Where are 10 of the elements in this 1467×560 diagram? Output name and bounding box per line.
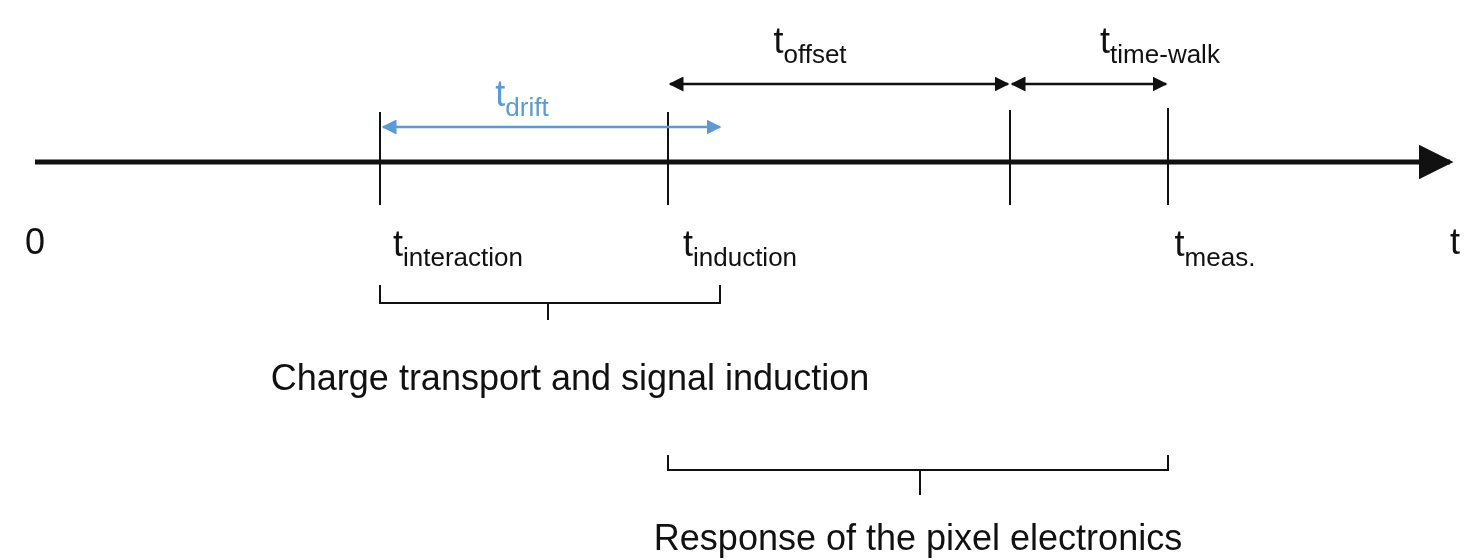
axis-label: t (1450, 224, 1460, 260)
time-label: t$_{interaction}$ (393, 226, 523, 270)
time-label: t$_{offset}$ (773, 23, 847, 67)
bracket-caption: Charge transport and signal induction (270, 360, 870, 396)
time-label: t$_{time-walk}$ (1100, 23, 1220, 67)
time-label: t$_{induction}$ (682, 226, 798, 270)
time-label: t$_{drift}$ (495, 76, 549, 120)
time-label: t$_{meas.}$ (1174, 226, 1256, 270)
axis-origin-label: 0 (25, 224, 45, 260)
bracket-caption: Response of the pixel electronics (653, 520, 1183, 556)
